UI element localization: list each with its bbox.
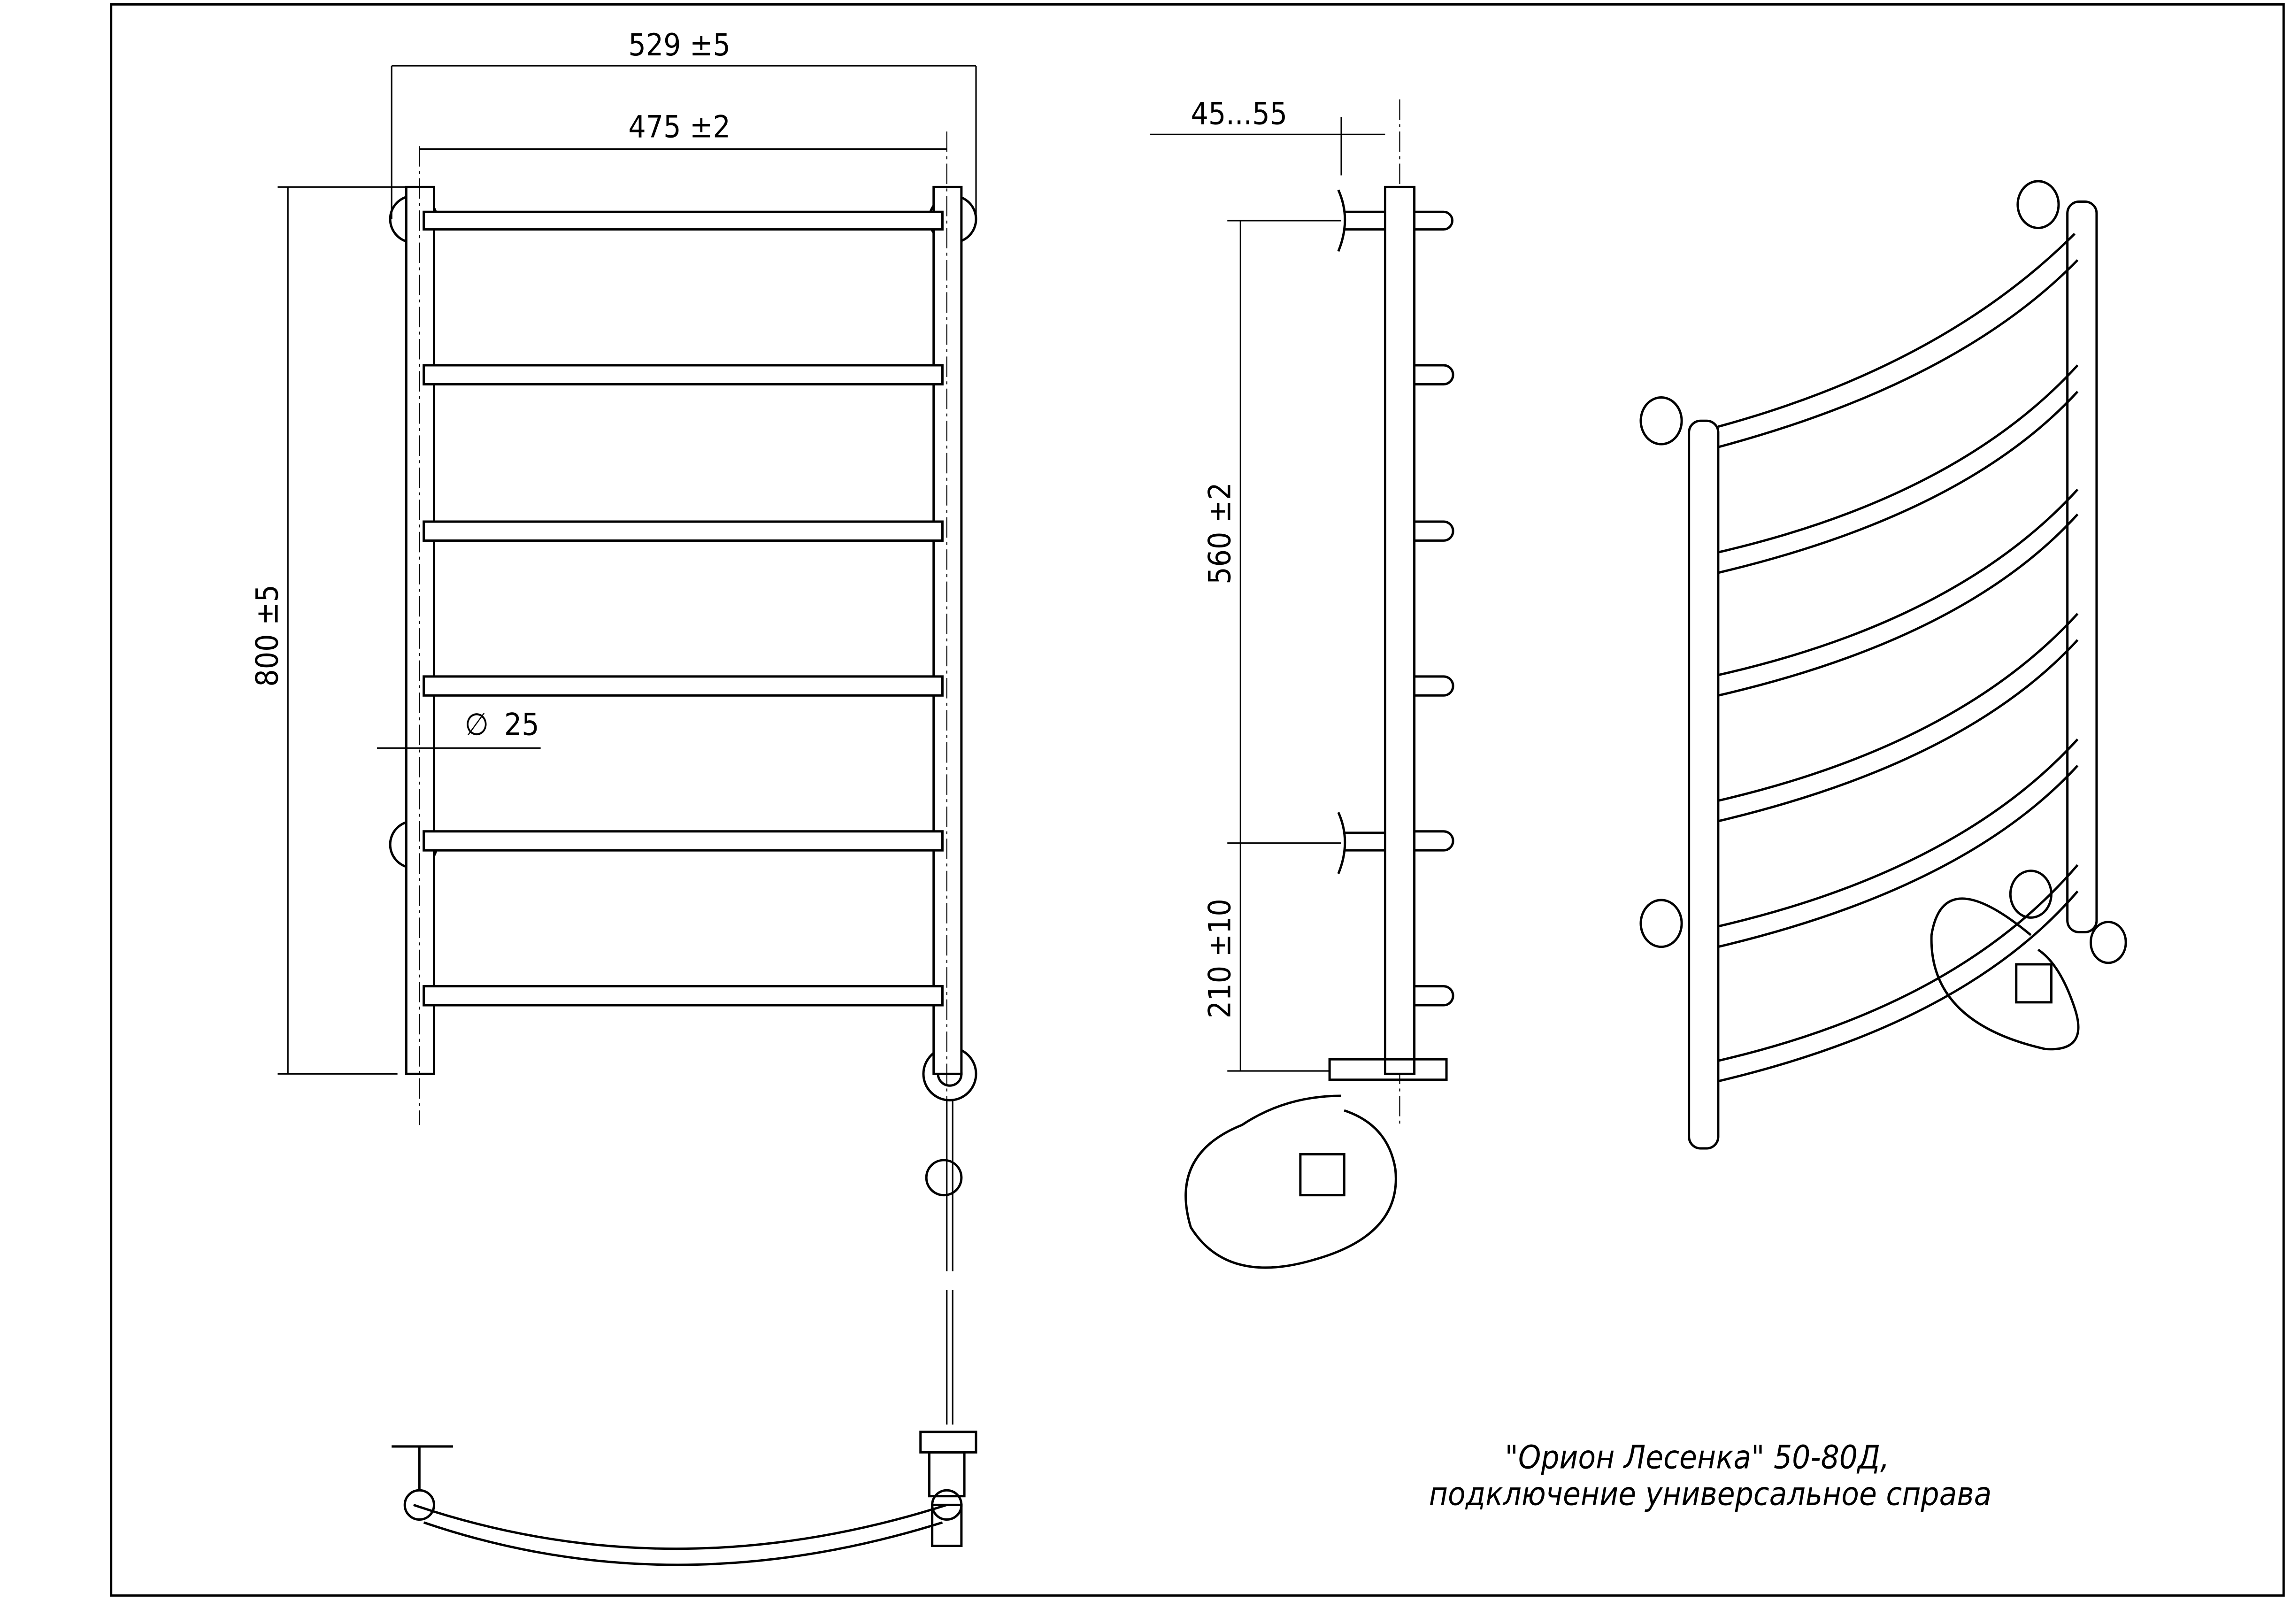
dim-diameter: 25 bbox=[504, 707, 539, 742]
plug-icon bbox=[925, 1159, 963, 1197]
wall-bracket bbox=[1337, 812, 1385, 874]
right-post bbox=[932, 185, 963, 1075]
power-cable bbox=[1184, 1094, 1397, 1269]
right-post bbox=[2066, 200, 2098, 933]
wall-bracket bbox=[1639, 396, 1683, 446]
caption: "Орион Лесенка" 50-80Д, подключение унив… bbox=[1429, 1439, 1992, 1513]
left-post bbox=[1688, 419, 1720, 1150]
plug-icon bbox=[2015, 963, 2053, 1004]
dim-width-axes: 475 ±2 bbox=[628, 109, 730, 145]
wall-bracket bbox=[2009, 870, 2053, 919]
dim-bottom-mount: 210 ±10 bbox=[1202, 899, 1238, 1018]
front-view: 529 ±5 475 ±2 800 ±5 ∅ 25 bbox=[249, 27, 977, 1425]
perspective-view bbox=[1639, 180, 2127, 1150]
caption-line-1: "Орион Лесенка" 50-80Д, bbox=[1505, 1439, 1890, 1477]
dim-width-overall: 529 ±5 bbox=[628, 27, 730, 63]
caption-line-2: подключение универсальное справа bbox=[1429, 1475, 1992, 1513]
side-view: 45...55 560 ±2 210 ±10 bbox=[1150, 96, 1454, 1269]
rail-ends bbox=[1414, 210, 1454, 1007]
wall-bracket bbox=[1337, 189, 1385, 252]
plug-icon bbox=[1299, 1153, 1345, 1197]
wall-bracket bbox=[1639, 899, 1683, 948]
dim-diameter-symbol: ∅ bbox=[465, 707, 489, 742]
rails bbox=[423, 210, 944, 1007]
heater-body bbox=[1328, 1058, 1448, 1081]
heater-end bbox=[2089, 921, 2127, 964]
wall-bracket bbox=[2016, 180, 2060, 229]
dim-height: 800 ±5 bbox=[249, 585, 285, 687]
dim-mount-spacing: 560 ±2 bbox=[1202, 482, 1238, 585]
power-cable bbox=[1930, 897, 2080, 1051]
drawing-frame bbox=[110, 3, 2285, 1597]
top-view bbox=[392, 1431, 977, 1566]
dim-wall-offset: 45...55 bbox=[1191, 96, 1287, 132]
left-post bbox=[405, 185, 435, 1075]
side-post bbox=[1384, 185, 1416, 1075]
